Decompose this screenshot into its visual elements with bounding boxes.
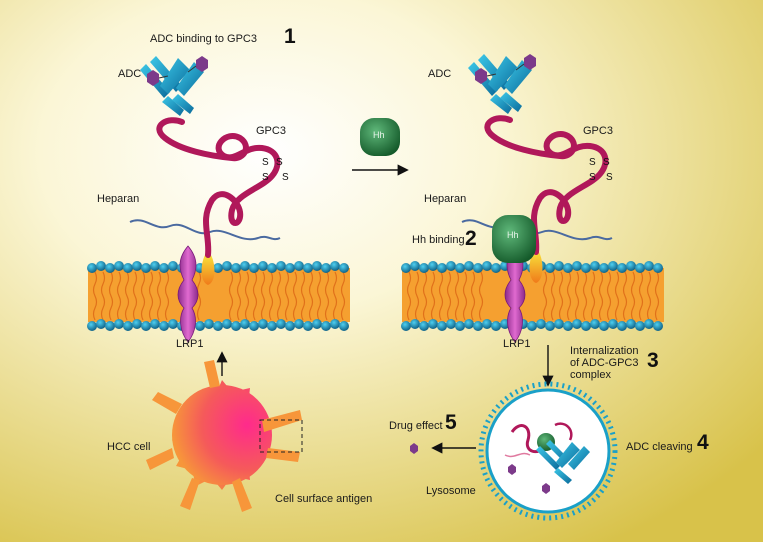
adc-label-left: ADC	[118, 68, 142, 80]
step3-label-line2: of ADC-GPC3	[570, 357, 639, 369]
disulfide-s6: S	[603, 157, 610, 168]
hh-label-bound: Hh	[507, 230, 519, 240]
hedgehog-ligand-icon	[492, 215, 536, 263]
payload-hexagon-icon	[410, 443, 418, 454]
lrp1-receptor-icon	[177, 245, 199, 343]
payload-hexagon-icon	[524, 54, 536, 70]
heparan-label-left: Heparan	[97, 193, 140, 205]
gpi-anchor-icon	[201, 255, 215, 285]
disulfide-s3: S	[262, 172, 269, 183]
gpc3-label-right: GPC3	[583, 125, 613, 137]
step2-label: Hh binding	[412, 234, 465, 246]
lysosome-label: Lysosome	[426, 485, 476, 497]
lrp1-label-left: LRP1	[176, 338, 204, 350]
step3-label-line1: Internalization	[570, 345, 639, 357]
left-membrane-panel	[87, 56, 350, 343]
disulfide-s7: S	[589, 172, 596, 183]
step4-label: ADC cleaving	[626, 441, 693, 453]
hh-label-free: Hh	[373, 130, 385, 140]
step1-label: ADC binding to GPC3	[150, 33, 257, 45]
heparan-chain	[461, 219, 613, 241]
step3-label-line3: complex	[570, 369, 611, 381]
payload-hexagon-icon	[475, 68, 487, 84]
step2-number: 2	[465, 227, 477, 250]
lrp1-receptor-icon	[504, 245, 526, 343]
step1-number: 1	[284, 25, 296, 48]
gpc3-label-left: GPC3	[256, 125, 286, 137]
payload-hexagon-icon	[147, 70, 159, 86]
heparan-chain	[129, 219, 281, 241]
gpc3-protein-icon	[156, 117, 281, 258]
hcc-cell-label: HCC cell	[107, 441, 151, 453]
antigen-zoom-box	[259, 419, 303, 453]
gpi-anchor-icon	[529, 252, 543, 283]
hedgehog-ligand-icon	[360, 118, 400, 156]
step3-number: 3	[647, 349, 659, 372]
right-membrane-panel	[401, 54, 664, 343]
lrp1-label-right: LRP1	[503, 338, 531, 350]
payload-hexagon-icon	[196, 56, 208, 72]
disulfide-s1: S	[262, 157, 269, 168]
disulfide-s8: S	[606, 172, 613, 183]
adc-label-right: ADC	[428, 68, 452, 80]
disulfide-s5: S	[589, 157, 596, 168]
lipid-bilayer-icon	[87, 261, 350, 331]
adc-antibody-icon	[140, 56, 204, 116]
cell-surface-antigen-label: Cell surface antigen	[275, 493, 373, 505]
lysosome-icon	[478, 381, 618, 521]
step5-number: 5	[445, 411, 457, 434]
step4-number: 4	[697, 431, 709, 454]
disulfide-s4: S	[282, 172, 289, 183]
step5-label: Drug effect	[389, 420, 443, 432]
disulfide-s2: S	[276, 157, 283, 168]
heparan-label-right: Heparan	[424, 193, 467, 205]
gpc3-protein-icon	[484, 115, 609, 255]
